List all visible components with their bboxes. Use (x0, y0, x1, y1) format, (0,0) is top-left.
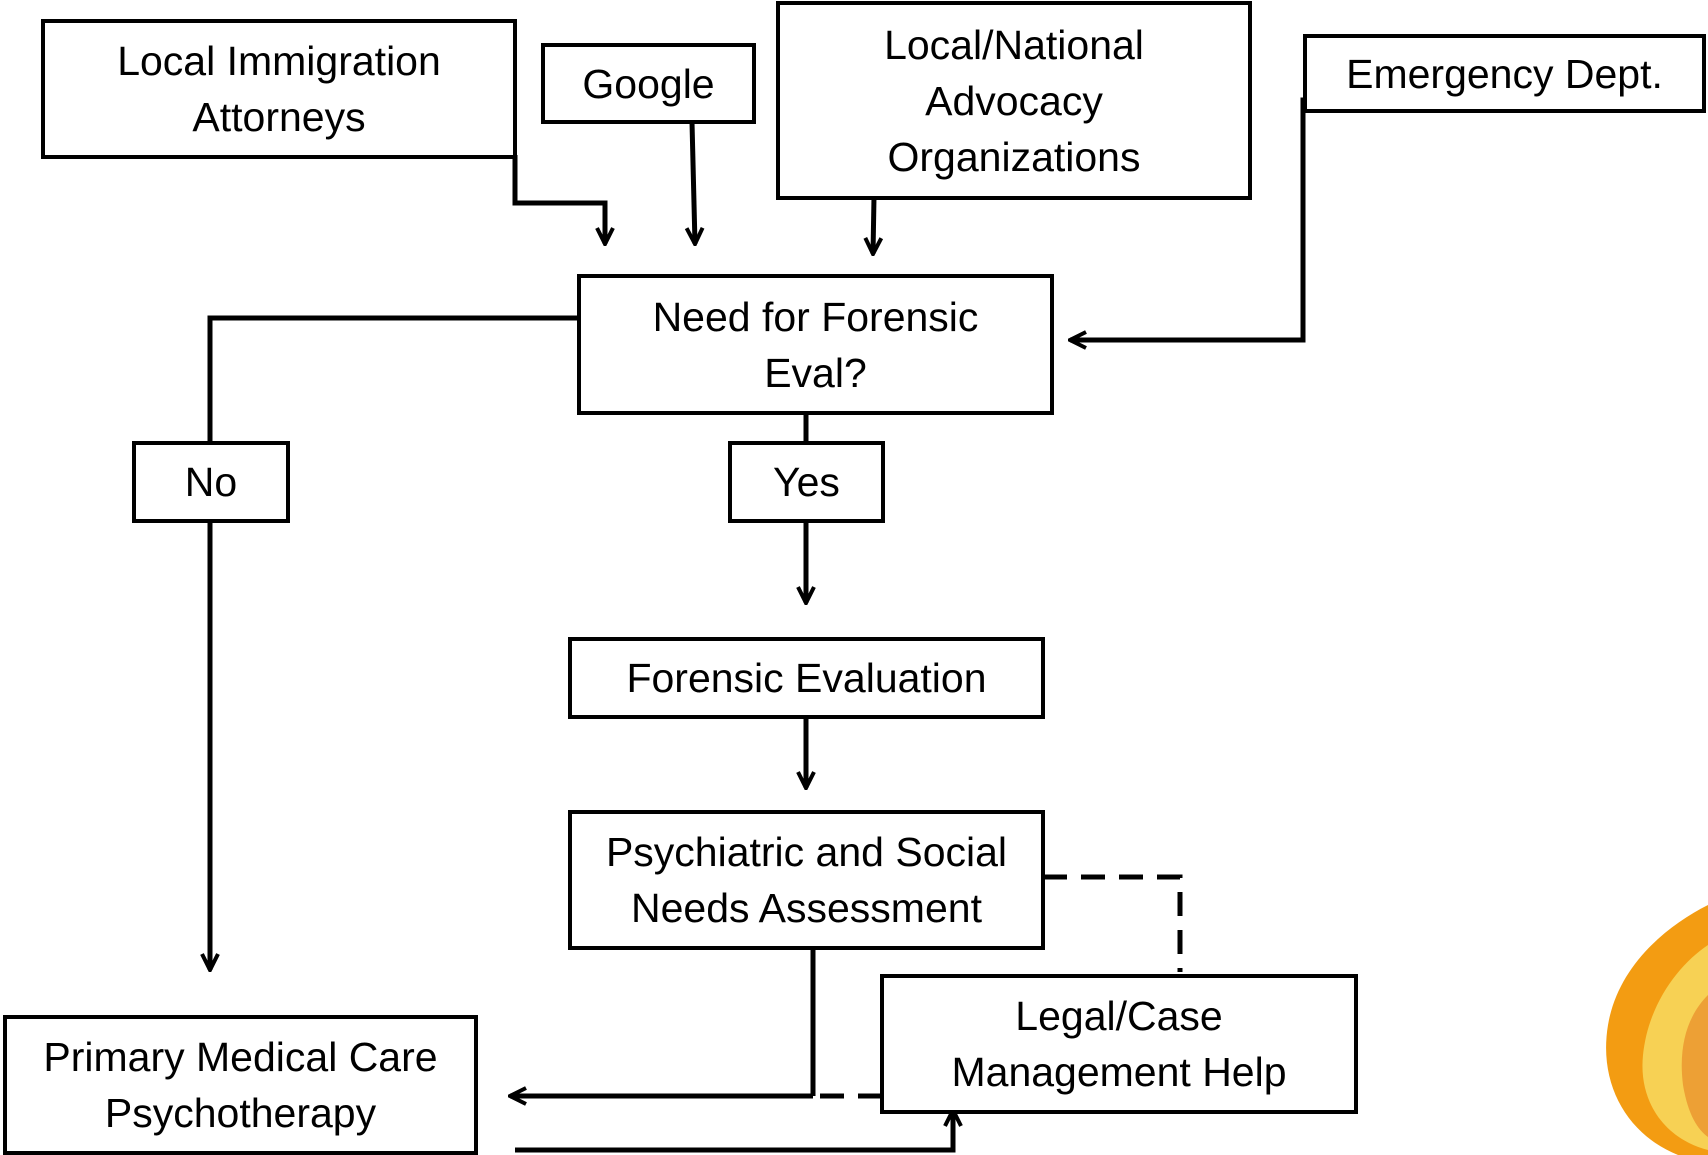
node-need-forensic-eval: Need for Forensic Eval? (577, 274, 1054, 415)
node-legal-case-management: Legal/Case Management Help (880, 974, 1358, 1114)
arrow-advocacy-to-need-eval (873, 196, 874, 254)
node-label: Local/National Advocacy Organizations (884, 21, 1144, 180)
node-primary-care-psychotherapy: Primary Medical Care Psychotherapy (3, 1015, 478, 1155)
node-label: Forensic Evaluation (626, 655, 987, 701)
node-label: No (184, 459, 238, 505)
node-label: Emergency Dept. (1346, 50, 1663, 97)
node-label: Local Immigration Attorneys (117, 38, 441, 140)
node-label: Psychiatric and Social Needs Assessment (605, 829, 1008, 931)
node-yes: Yes (728, 441, 885, 523)
arrow-primary-care-to-legal-help (515, 1110, 953, 1153)
node-label: Need for Forensic Eval? (652, 293, 979, 396)
node-label: Google (582, 60, 715, 107)
node-google: Google (541, 43, 756, 124)
node-no: No (132, 441, 290, 523)
node-psychiatric-social-assessment: Psychiatric and Social Needs Assessment (568, 810, 1045, 950)
line-need-eval-to-no (207, 315, 579, 442)
node-emergency-dept: Emergency Dept. (1303, 34, 1706, 113)
node-label: Legal/Case Management Help (951, 993, 1287, 1095)
arrow-attorneys-to-need-eval (512, 155, 605, 244)
flame-logo-icon (1606, 905, 1708, 1155)
node-label: Yes (773, 459, 840, 505)
arrow-google-to-need-eval (692, 121, 695, 244)
dashed-assessment-to-legal-help (1043, 874, 1183, 972)
node-local-immigration-attorneys: Local Immigration Attorneys (41, 19, 517, 159)
node-forensic-evaluation: Forensic Evaluation (568, 637, 1045, 719)
node-label: Primary Medical Care Psychotherapy (43, 1034, 438, 1136)
node-advocacy-organizations: Local/National Advocacy Organizations (776, 1, 1252, 200)
